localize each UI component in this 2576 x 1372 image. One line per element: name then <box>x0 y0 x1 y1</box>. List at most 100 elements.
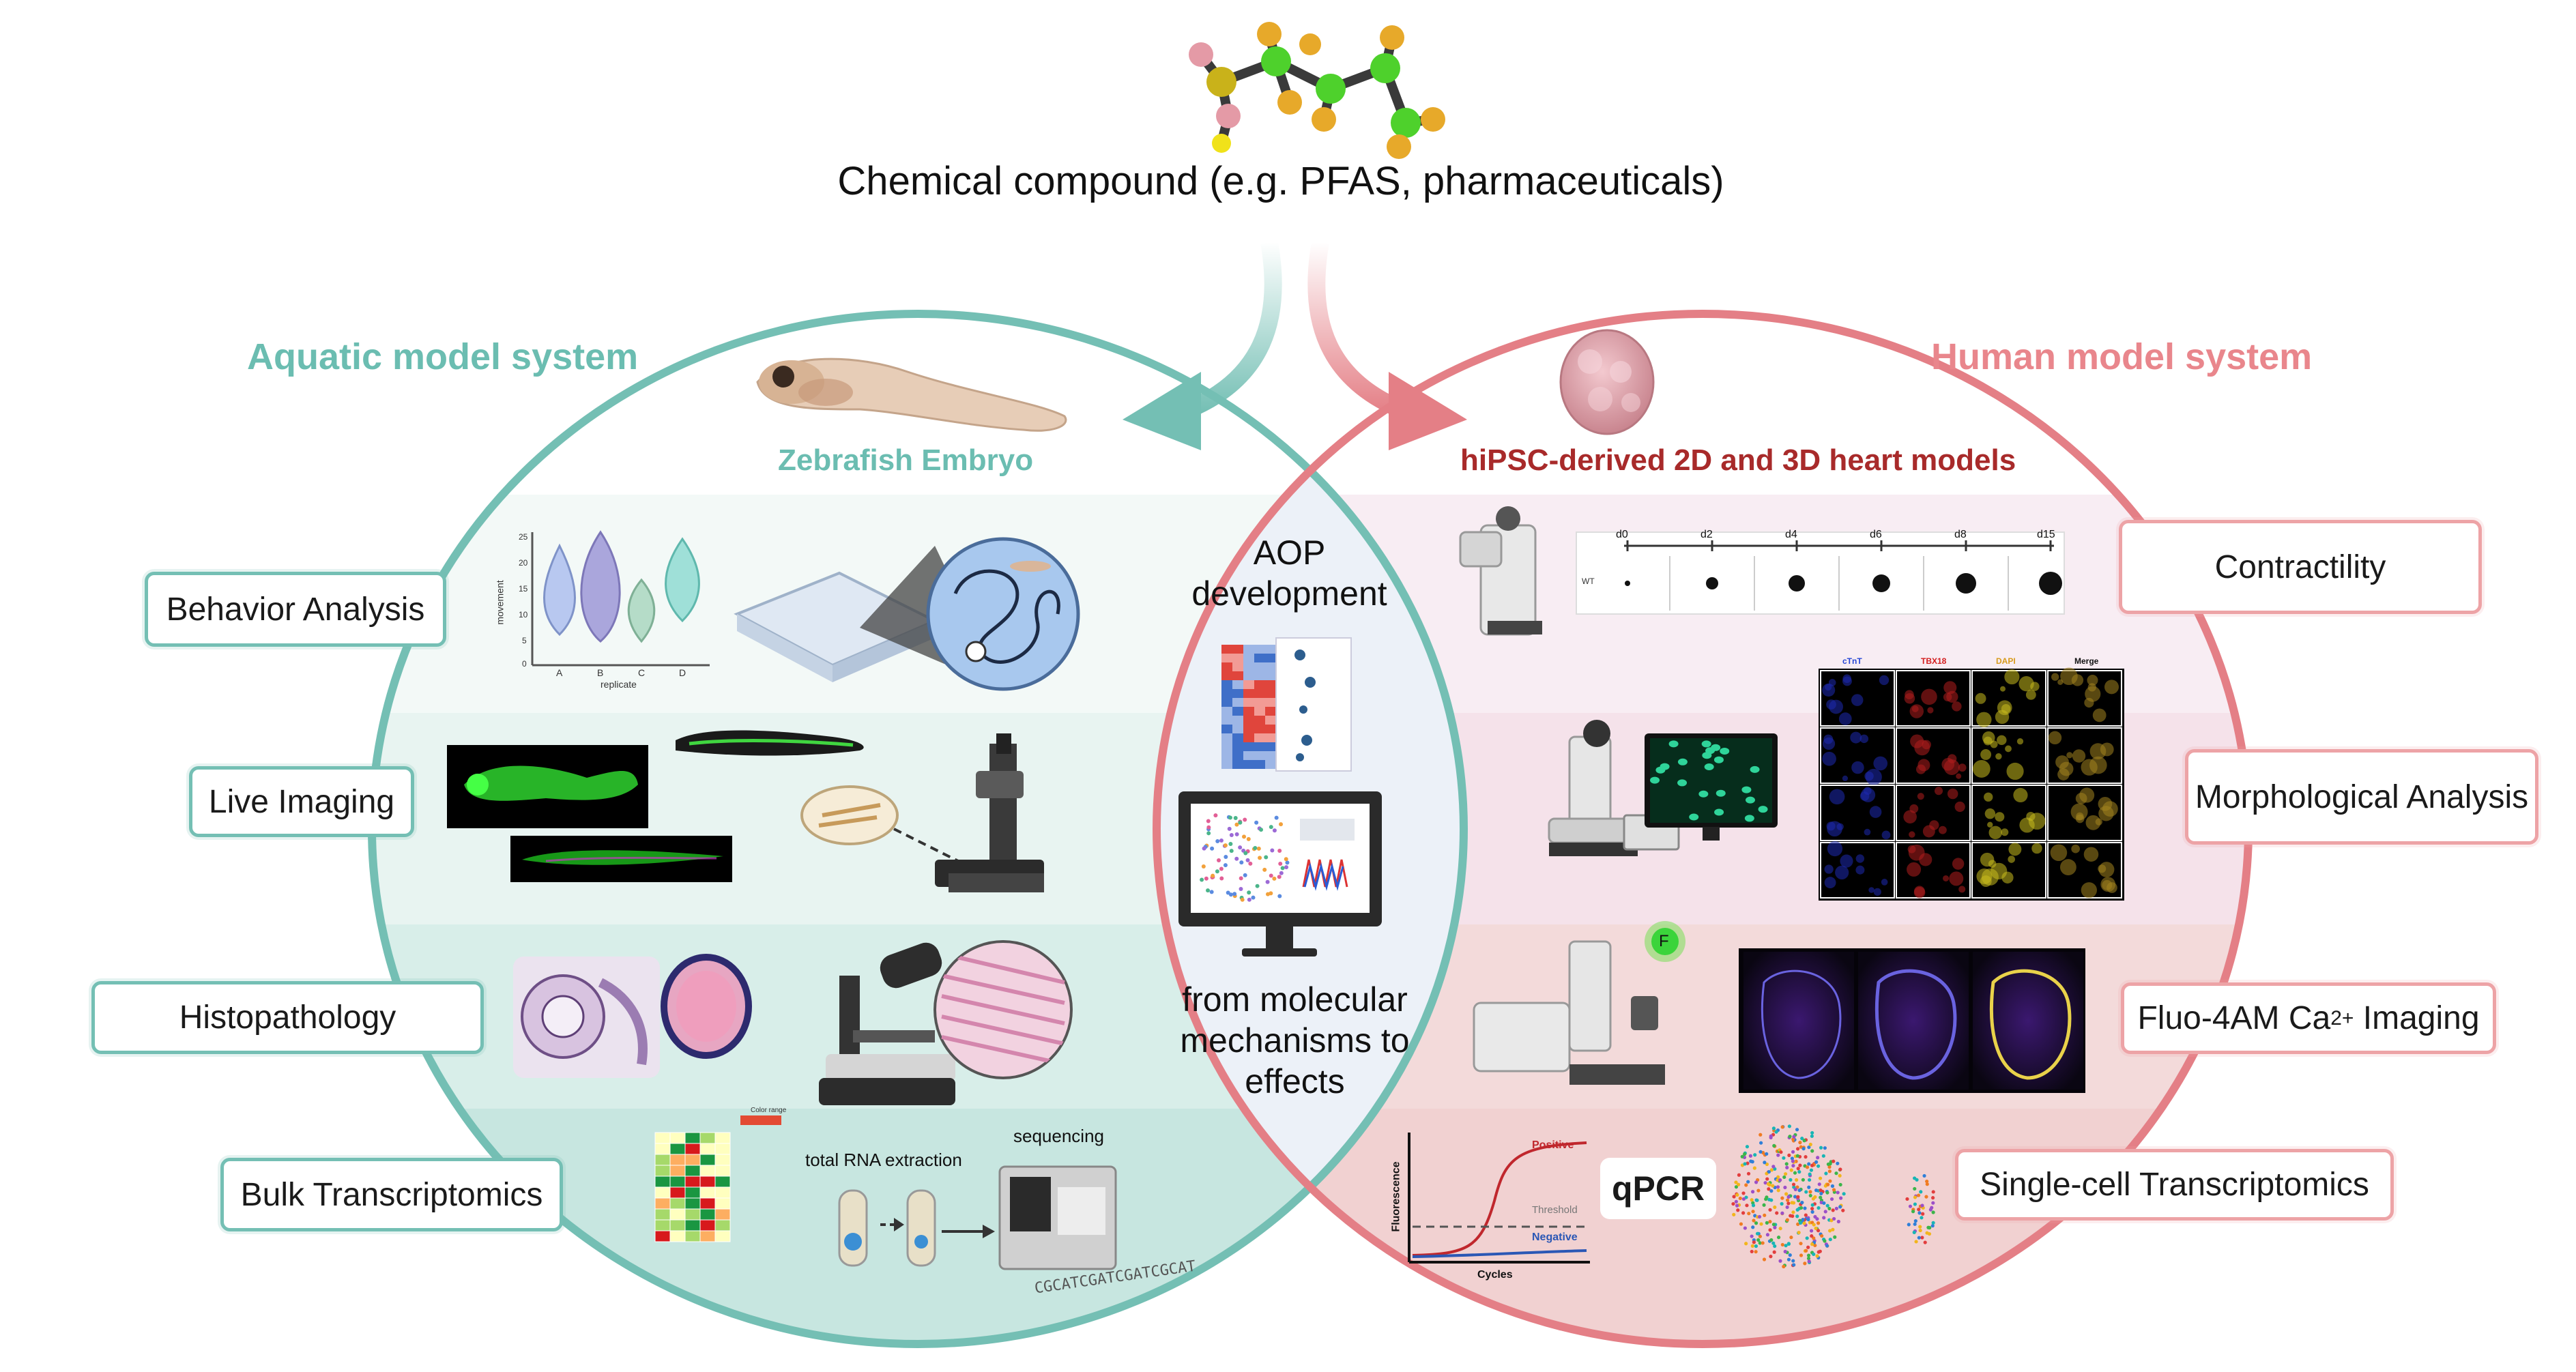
umap-point <box>1836 1219 1840 1224</box>
scatter-point <box>1284 865 1289 870</box>
stain-blob <box>1995 812 2005 822</box>
aop-heatmap-cell <box>1265 654 1276 662</box>
umap-point <box>1785 1198 1790 1202</box>
aop-heatmap-cell <box>1232 742 1243 751</box>
aop-heatmap-cell <box>1232 725 1243 733</box>
aop-heatmap-cell <box>1265 760 1276 769</box>
umap-point <box>1754 1244 1759 1249</box>
umap-point <box>1786 1242 1791 1246</box>
stain-blob <box>1980 749 1992 760</box>
umap-point <box>1759 1141 1763 1145</box>
violin-ytick-15: 15 <box>519 584 528 594</box>
aquatic-subheading: Zebrafish Embryo <box>778 443 1034 477</box>
stain-blob <box>2081 882 2097 899</box>
umap-point <box>1768 1220 1772 1224</box>
stain-blob <box>1952 701 1962 712</box>
stain-blob <box>2092 708 2107 723</box>
umap-point <box>1807 1162 1811 1166</box>
stain-blob <box>1975 692 1986 704</box>
aop-heatmap-cell <box>1254 733 1265 742</box>
umap-point <box>1838 1173 1842 1178</box>
umap-point <box>1819 1188 1823 1193</box>
umap-point <box>1816 1229 1821 1233</box>
heatmap-cell <box>699 1186 716 1199</box>
aop-heatmap-cell <box>1254 689 1265 698</box>
stain-merge: Merge <box>2074 656 2099 666</box>
umap-point <box>1918 1225 1922 1229</box>
aop-heatmap-cell <box>1221 698 1232 707</box>
umap-point <box>1819 1191 1823 1196</box>
umap-point <box>1810 1134 1814 1138</box>
umap-point <box>1802 1139 1806 1143</box>
aop-heatmap-cell <box>1254 742 1265 751</box>
umap-point <box>1808 1190 1812 1194</box>
umap-point <box>1930 1206 1934 1210</box>
label-morphological-analysis: Morphological Analysis <box>2185 749 2538 845</box>
umap-point <box>1735 1193 1739 1197</box>
umap-point <box>1801 1217 1805 1222</box>
umap-point <box>1771 1126 1776 1130</box>
scatter-point <box>1234 832 1239 836</box>
scatter-point <box>1224 855 1228 860</box>
umap-point <box>1762 1257 1767 1261</box>
scatter-point <box>1253 846 1258 851</box>
umap-point <box>1758 1234 1762 1238</box>
aop-heatmap-cell <box>1221 689 1232 698</box>
umap-point <box>1736 1208 1740 1212</box>
day-d4: d4 <box>1785 529 1797 540</box>
aop-heatmap-cell <box>1232 662 1243 671</box>
umap-point <box>1796 1222 1800 1227</box>
scatter-point <box>1255 884 1260 888</box>
cell-nucleus <box>1650 776 1660 784</box>
umap-point <box>1807 1185 1811 1189</box>
umap-point <box>1931 1210 1935 1214</box>
stain-blob <box>1835 865 1849 879</box>
stain-tbx18: TBX18 <box>1921 656 1947 666</box>
heatmap-cell <box>684 1186 701 1199</box>
aop-heatmap-cell <box>1232 671 1243 680</box>
fluorescence-image-2 <box>510 836 732 882</box>
stain-blob <box>2060 667 2078 686</box>
violin-ytick-25: 25 <box>519 532 528 542</box>
inverted-microscope-icon-1 <box>1459 506 1542 636</box>
stain-blob <box>1980 852 1995 867</box>
aop-heatmap <box>1221 637 1352 772</box>
monitor-cells-icon <box>1645 733 1778 841</box>
umap-point <box>1801 1147 1806 1151</box>
stain-blob <box>1942 875 1950 882</box>
stain-blob <box>1934 787 1943 796</box>
scatter-point <box>1219 876 1224 881</box>
heatmap-cell <box>669 1230 686 1242</box>
scatter-point <box>1232 892 1237 896</box>
umap-point <box>1753 1153 1757 1157</box>
umap-point <box>1793 1187 1797 1192</box>
stain-blob <box>1903 810 1917 823</box>
umap-point <box>1752 1240 1756 1244</box>
scatter-point <box>1284 857 1288 862</box>
day-d0: d0 <box>1616 529 1628 540</box>
violin-tick-c: C <box>638 667 646 678</box>
scatter-point <box>1238 820 1243 825</box>
rna-extraction-label: total RNA extraction <box>805 1150 962 1170</box>
heatmap-cell <box>684 1197 701 1210</box>
stain-blob <box>1850 731 1862 744</box>
scatter-point <box>1278 862 1283 866</box>
heatmap-cell <box>654 1165 671 1177</box>
umap-point <box>1807 1259 1811 1264</box>
scatter-point <box>1215 839 1220 844</box>
umap-point <box>1773 1244 1777 1249</box>
stain-blob <box>2026 811 2036 821</box>
aop-heatmap-cell <box>1221 654 1232 662</box>
umap-point <box>1791 1137 1795 1141</box>
umap-point <box>1808 1193 1812 1198</box>
organoid-dot <box>1625 581 1630 586</box>
umap-point <box>1772 1143 1776 1148</box>
umap-point <box>1776 1185 1780 1189</box>
umap-point <box>1810 1130 1814 1135</box>
stain-blob <box>1972 760 1991 778</box>
scatter-point <box>1239 860 1244 865</box>
scatter-point <box>1272 876 1277 881</box>
umap-point <box>1818 1249 1822 1253</box>
umap-point <box>1785 1165 1789 1169</box>
umap-point <box>1783 1172 1788 1176</box>
